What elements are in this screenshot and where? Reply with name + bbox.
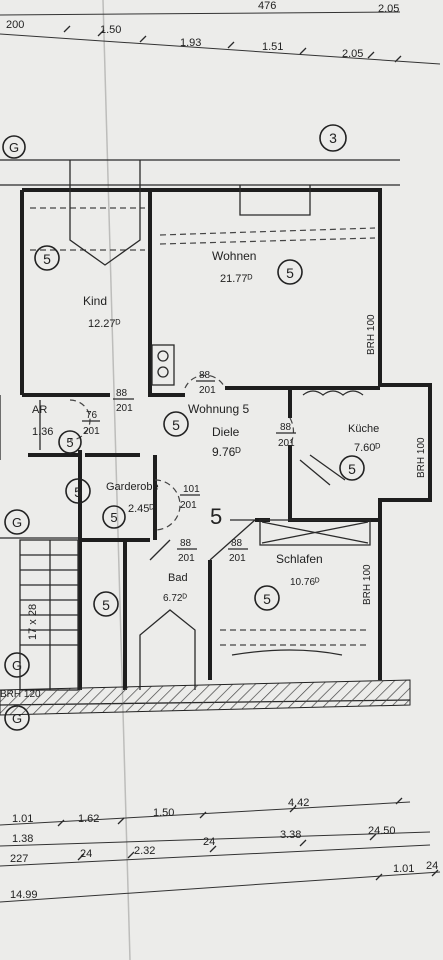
dim-bottom-3: 1.50 — [153, 807, 174, 819]
dim-bottom-13: 24 — [426, 860, 438, 872]
door-kind-height: 201 — [116, 403, 133, 414]
room-diele-area: 9.76ᴰ — [212, 445, 241, 459]
zone-label-garderobe-2: 5 — [110, 510, 117, 525]
axis-marker-3 — [319, 124, 347, 152]
brh-100-kueche: BRH 100 — [416, 437, 427, 478]
dim-top-5: 1.93 — [180, 37, 201, 49]
room-ar-name: AR — [32, 404, 47, 416]
door-schlafen-width: 88 — [231, 538, 243, 549]
zone-circle-kueche — [339, 455, 365, 481]
room-ar-area: 1.36 — [32, 426, 53, 438]
zone-circle-garderobe-2 — [102, 505, 126, 529]
zone-label-kueche: 5 — [348, 461, 356, 477]
room-wohnen-name: Wohnen — [212, 249, 256, 263]
dim-bottom-7: 3.38 — [280, 829, 301, 841]
dim-bottom-2: 1.62 — [78, 813, 99, 825]
dim-bottom-12: 1.01 — [393, 863, 414, 875]
zone-circle-wohnen — [277, 259, 303, 285]
axis-label-g-top: G — [9, 140, 19, 155]
dim-bottom-8: 24 — [203, 836, 215, 848]
axis-label-g-low: G — [12, 658, 22, 673]
dim-bottom-14: 14.99 — [10, 889, 38, 901]
door-garderobe-height: 201 — [180, 500, 197, 511]
axis-marker-g-low — [4, 652, 30, 678]
door-kueche-height: 201 — [278, 438, 295, 449]
room-diele-name: Diele — [212, 425, 240, 439]
dim-bottom-11: 24 — [80, 848, 92, 860]
dim-bottom-4: 4.42 — [288, 797, 309, 809]
dim-top-2: 476 — [258, 0, 276, 12]
door-garderobe-width: 101 — [183, 484, 200, 495]
zone-circle-schlafen — [254, 585, 280, 611]
axis-marker-g-top — [2, 135, 26, 159]
zone-circle-diele — [163, 411, 189, 437]
axis-marker-g-mid — [4, 509, 30, 535]
zone-label-ar: 5 — [66, 435, 73, 450]
zone-label-kind: 5 — [43, 251, 51, 267]
door-wohnen-width: 88 — [199, 370, 211, 381]
dim-bottom-5: 1.38 — [12, 833, 33, 845]
zone-circle-kind — [34, 245, 60, 271]
room-wohnen-area: 21.77ᴰ — [220, 273, 253, 285]
zone-label-bad: 5 — [102, 597, 110, 613]
axis-label-g-bottom: G — [12, 711, 22, 726]
zone-circle-bad — [93, 591, 119, 617]
bottom-dimension-lines — [0, 797, 441, 903]
dim-bottom-6: 2.32 — [134, 845, 155, 857]
zone-label-wohnen: 5 — [286, 265, 294, 281]
dim-top-3: 2.05 — [378, 3, 399, 15]
stairs-label: 17 x 28 — [27, 604, 39, 640]
room-schlafen-area: 10.76ᴰ — [290, 577, 320, 588]
door-wohnen-height: 201 — [199, 385, 216, 396]
wohnung-number: 5 — [210, 504, 222, 529]
wohnung-title: Wohnung 5 — [188, 402, 249, 416]
brh-100-schlafen: BRH 100 — [362, 564, 373, 605]
dim-top-1: 200 — [6, 19, 24, 31]
dim-bottom-9: 24.50 — [368, 825, 396, 837]
zone-circle-ar — [58, 430, 82, 454]
room-schlafen-name: Schlafen — [276, 552, 323, 566]
room-kueche-name: Küche — [348, 423, 379, 435]
dim-top-7: 2.05 — [342, 48, 363, 60]
door-ar-height: 201 — [83, 426, 100, 437]
dim-top-6: 1.51 — [262, 41, 283, 53]
top-dimension-lines — [0, 11, 441, 65]
dim-top-4: 1.50 — [100, 24, 121, 36]
door-bad-height: 201 — [178, 553, 195, 564]
dim-bottom-1: 1.01 — [12, 813, 33, 825]
fixture-sketches — [69, 160, 371, 690]
staircase — [19, 539, 79, 691]
door-kind-width: 88 — [116, 388, 128, 399]
room-garderobe-area: 2.45ᴰ — [128, 503, 154, 515]
room-bad-name: Bad — [168, 572, 188, 584]
door-swings — [69, 374, 294, 561]
zone-label-garderobe: 5 — [74, 484, 82, 500]
slab-hatch — [0, 679, 411, 716]
axis-label-g-mid: G — [12, 515, 22, 530]
room-kind-area: 12.27ᴰ — [88, 318, 121, 330]
zone-circle-garderobe — [65, 478, 91, 504]
brh-100-wohnen: BRH 100 — [366, 314, 377, 355]
axis-label-3: 3 — [329, 130, 337, 146]
room-kind-name: Kind — [83, 294, 107, 308]
door-bad-width: 88 — [180, 538, 192, 549]
brh-120-label: BRH 120 — [0, 689, 41, 700]
room-garderobe-name: Garderobe — [106, 481, 159, 493]
zone-label-diele: 5 — [172, 417, 180, 433]
room-bad-area: 6.72ᴰ — [163, 593, 187, 604]
door-schlafen-height: 201 — [229, 553, 246, 564]
dim-bottom-10: 227 — [10, 853, 28, 865]
door-kueche-width: 88 — [280, 422, 292, 433]
door-ar-width: 76 — [86, 410, 98, 421]
room-kueche-area: 7.60ᴰ — [354, 442, 380, 454]
walls — [0, 188, 432, 690]
zone-label-schlafen: 5 — [263, 591, 271, 607]
